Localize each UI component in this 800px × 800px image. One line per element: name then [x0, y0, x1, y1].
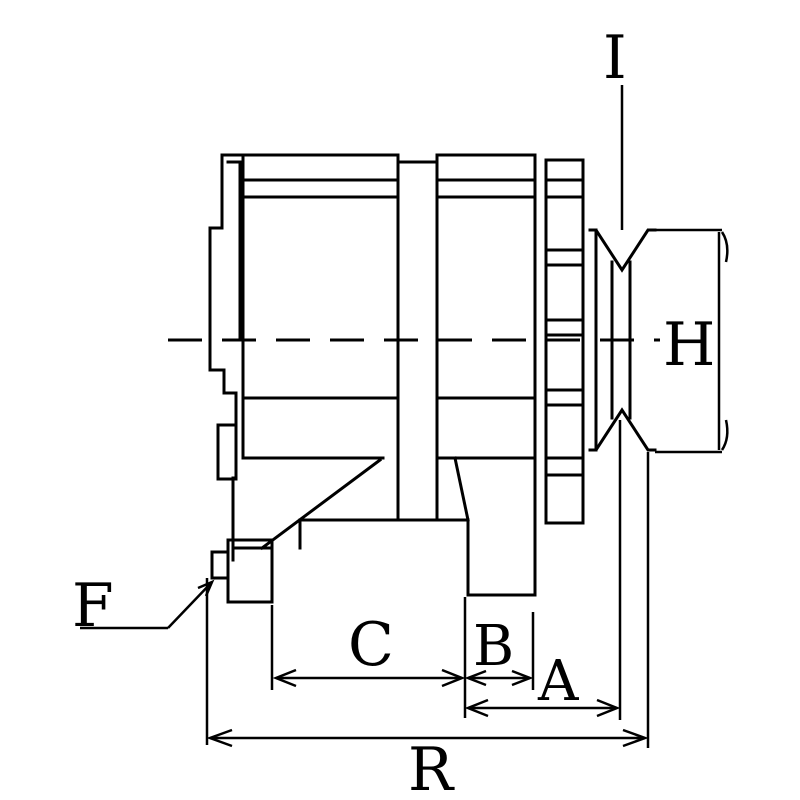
dimension-b: B	[464, 614, 534, 687]
leader-f: F	[72, 571, 215, 641]
label-r: R	[408, 735, 455, 800]
label-f: F	[72, 571, 114, 641]
dimension-r: R	[206, 728, 649, 800]
label-a: A	[537, 649, 579, 714]
label-c: C	[348, 610, 394, 680]
dimension-i: I	[603, 23, 627, 230]
dimension-c: C	[272, 610, 466, 688]
mounting-lug	[210, 457, 383, 604]
label-h: H	[663, 310, 715, 380]
label-b: B	[473, 614, 514, 679]
dimension-h: H	[655, 228, 729, 454]
extension-lines	[205, 420, 650, 748]
stator	[435, 153, 537, 522]
dimension-a: A	[464, 649, 621, 718]
rear-housing	[241, 153, 537, 597]
label-i: I	[603, 23, 627, 93]
rear-end-cap	[208, 153, 245, 562]
